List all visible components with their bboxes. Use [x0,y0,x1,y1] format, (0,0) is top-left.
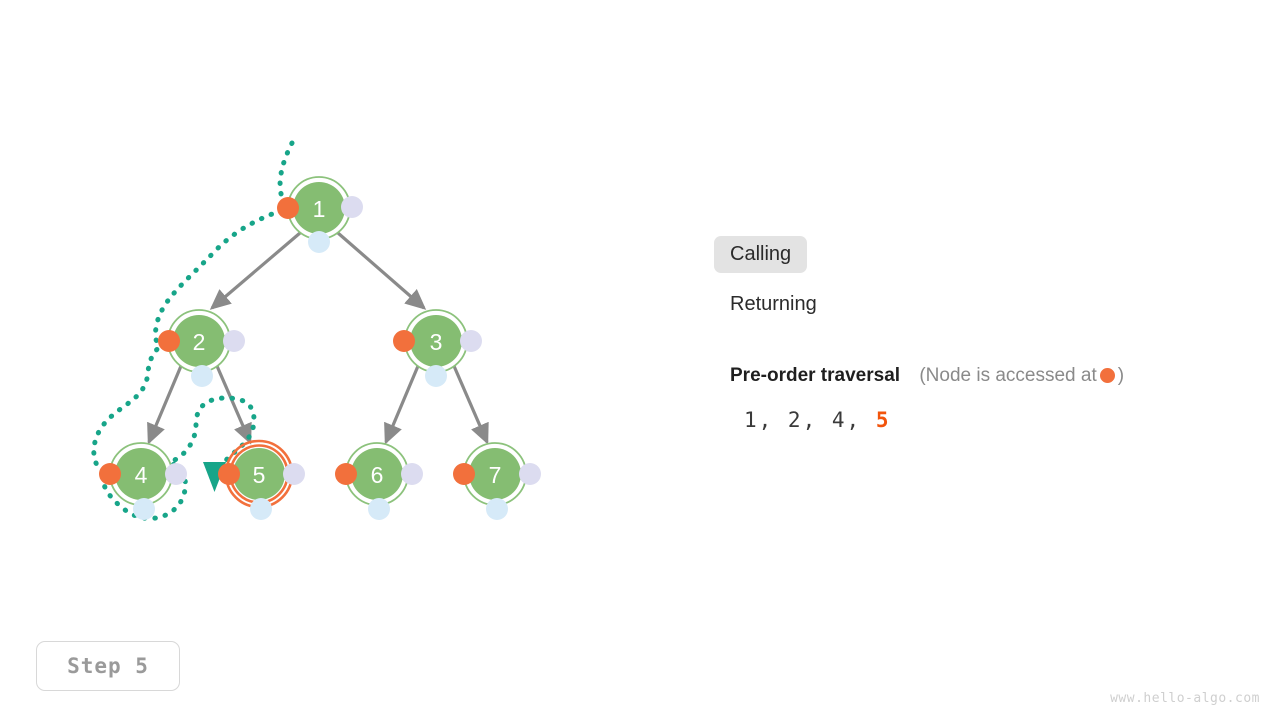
node-5-right-dot [283,463,305,485]
legend-returning-label: Returning [730,293,817,315]
node-2-bottom-dot [191,365,213,387]
node-1-bottom-dot [308,231,330,253]
edge-3-6 [384,365,420,445]
node-4-bottom-dot [133,498,155,520]
legend-calling-badge: Calling [714,236,808,273]
node-6-right-dot [401,463,423,485]
node-3-label: 3 [430,329,443,355]
node-2-access-dot [158,330,180,352]
tree-node-1[interactable]: 1 [277,176,363,253]
node-6-access-dot [335,463,357,485]
traversal-sequence-current: 5 [875,408,891,432]
node-6-label: 6 [371,462,384,488]
node-4-right-dot [165,463,187,485]
node-6-fill [351,448,403,500]
tree-edges [147,231,489,445]
tree-node-6[interactable]: 6 [335,442,423,520]
node-1-fill [293,182,345,234]
access-dot-icon [1099,368,1115,383]
edge-1-2 [209,231,302,310]
tree-nodes: 1 2 3 [99,176,541,520]
watermark: www.hello-algo.com [1110,691,1260,706]
node-6-bottom-dot [368,498,390,520]
tree-node-2[interactable]: 2 [158,309,245,387]
node-3-bottom-dot [425,365,447,387]
info-panel: Calling Returning Pre-order traversal (N… [714,0,1274,720]
node-2-right-dot [223,330,245,352]
node-4-access-dot [99,463,121,485]
step-badge: Step 5 [36,641,180,691]
traversal-note-close: ) [1117,365,1125,386]
edge-2-4 [147,365,183,445]
node-3-access-dot [393,330,415,352]
node-7-label: 7 [489,462,502,488]
node-4-label: 4 [135,462,148,488]
binary-tree-svg: 1 2 3 [91,140,541,521]
tree-node-5[interactable]: 5 [218,439,305,520]
node-1-right-dot [341,196,363,218]
node-5-bottom-dot [250,498,272,520]
node-3-right-dot [460,330,482,352]
node-5-access-dot [218,463,240,485]
edge-2-5 [215,365,252,445]
traversal-title: Pre-order traversal [730,365,901,386]
tree-node-4[interactable]: 4 [99,442,187,520]
node-2-fill [173,315,225,367]
traversal-note-open: (Node is accessed at [919,365,1097,386]
node-7-access-dot [453,463,475,485]
node-4-fill [115,448,167,500]
traversal-heading: Pre-order traversal (Node is accessed at… [730,366,1124,385]
step-badge-label: Step 5 [67,654,149,678]
traversal-sequence: 1, 2, 4, 5 [744,410,890,431]
tree-node-3[interactable]: 3 [393,309,482,387]
node-7-right-dot [519,463,541,485]
node-3-fill [410,315,462,367]
recursion-path-trace [91,140,295,521]
node-5-label: 5 [253,462,266,488]
node-7-fill [469,448,521,500]
traversal-note: (Node is accessed at) [919,365,1124,386]
tree-diagram-panel: 1 2 3 [91,140,541,521]
edge-1-3 [336,231,427,310]
path-trace-descend [91,140,295,521]
tree-node-7[interactable]: 7 [453,442,541,520]
edge-3-7 [452,365,489,445]
node-1-label: 1 [313,196,326,222]
traversal-sequence-prefix: 1, 2, 4, [744,408,862,432]
node-7-bottom-dot [486,498,508,520]
node-5-fill [233,448,285,500]
node-2-label: 2 [193,329,206,355]
node-1-access-dot [277,197,299,219]
